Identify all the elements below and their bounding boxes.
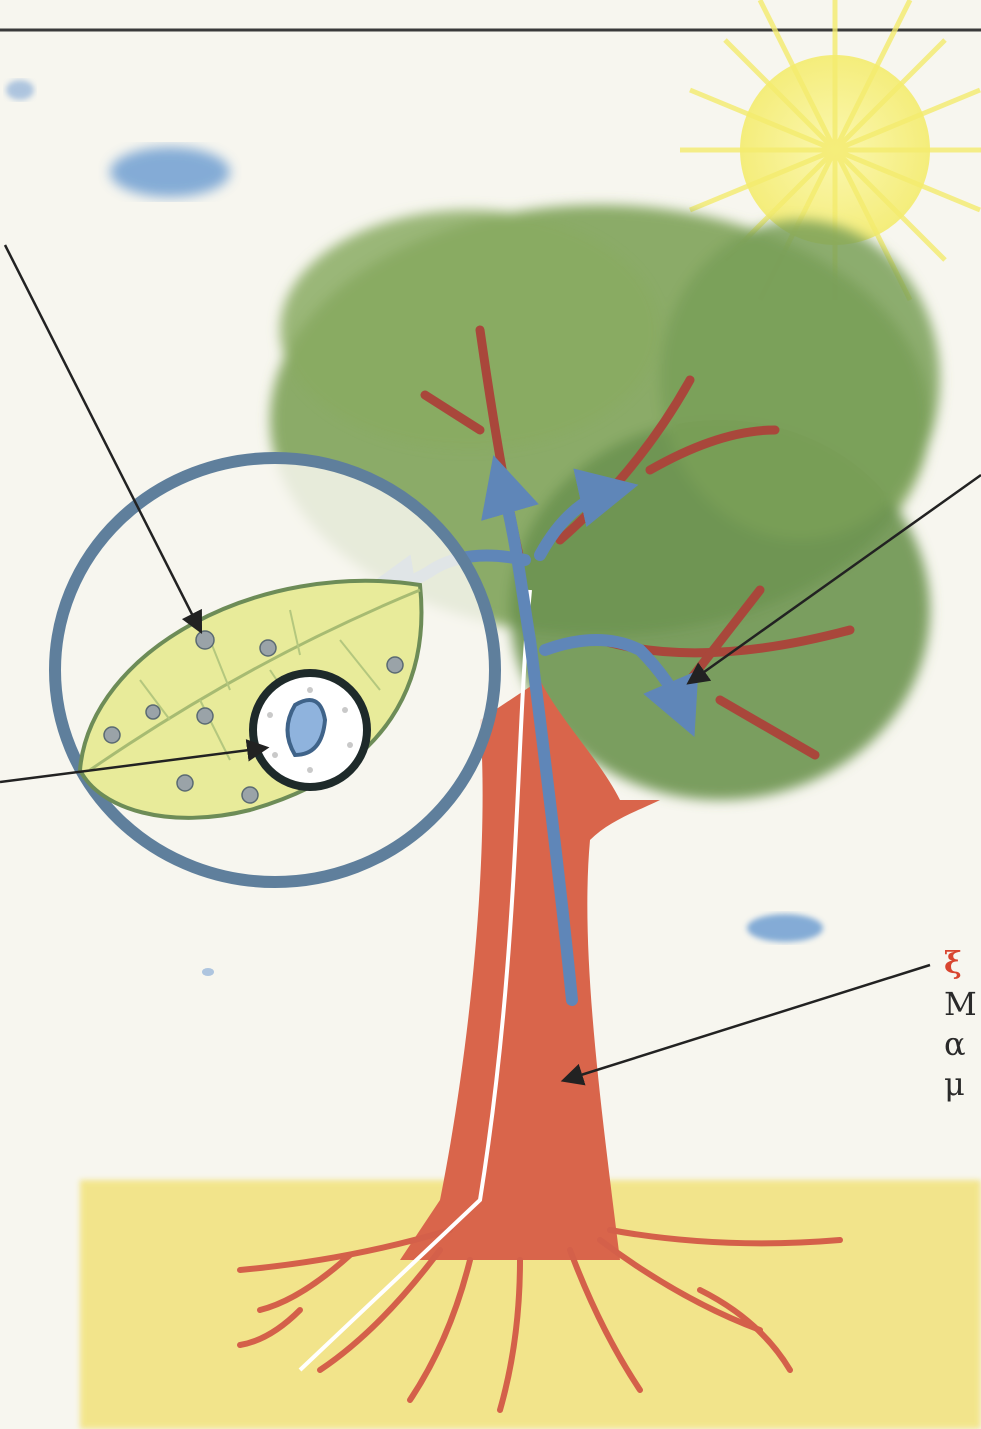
cloud — [110, 147, 230, 197]
cloud — [747, 914, 823, 942]
trunk-label-line: α — [944, 1024, 981, 1064]
trunk-label-title: ξ — [944, 944, 981, 984]
trunk-label-line: Μ — [944, 984, 981, 1024]
trunk-label-line: μ — [944, 1064, 981, 1104]
cloud — [202, 968, 214, 976]
trunk-label: ξ Μ α μ — [944, 944, 981, 1104]
cloud — [6, 80, 34, 100]
